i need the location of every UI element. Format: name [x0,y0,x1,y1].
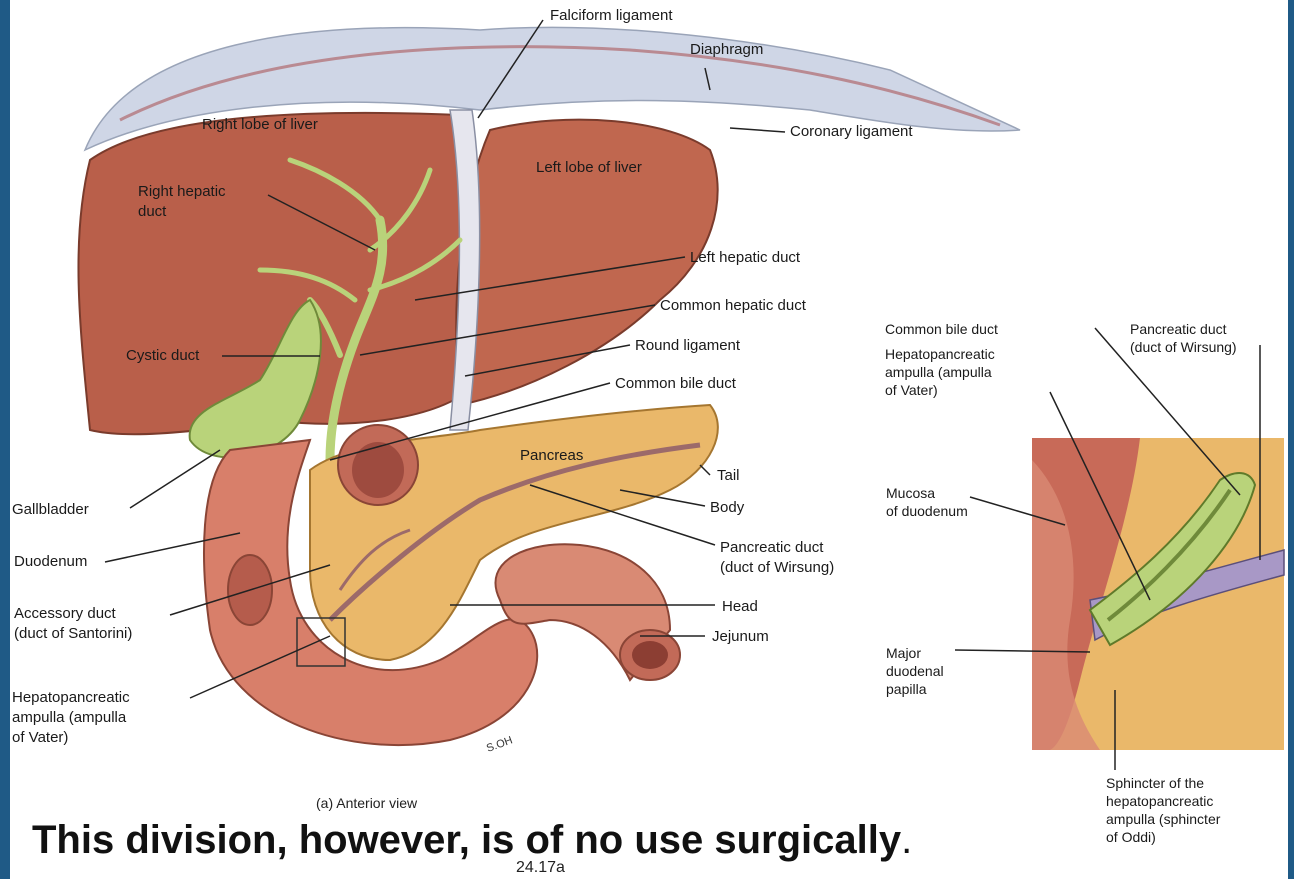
label-head: Head [722,597,758,617]
inset-panel [1032,438,1284,750]
label-jejunum: Jejunum [712,627,769,647]
inset-label-pancreatic-duct: Pancreatic duct (duct of Wirsung) [1130,320,1237,356]
label-right-lobe-of-liver: Right lobe of liver [202,115,318,135]
label-pancreatic-duct: Pancreatic duct (duct of Wirsung) [720,538,834,578]
label-pancreas: Pancreas [520,446,583,466]
label-common-bile-duct: Common bile duct [615,374,736,394]
inset-label-hepatopancreatic-ampulla: Hepatopancreatic ampulla (ampulla of Vat… [885,345,995,399]
label-coronary-ligament: Coronary ligament [790,122,913,142]
artist-signature: S.OH [485,734,514,754]
inset-label-sphincter-of-oddi: Sphincter of the hepatopancreatic ampull… [1106,774,1220,846]
label-hepatopancreatic-ampulla: Hepatopancreatic ampulla (ampulla of Vat… [12,688,130,748]
slide: S.OH Falciform ligamen [10,0,1288,879]
label-gallbladder: Gallbladder [12,500,89,520]
label-common-hepatic-duct: Common hepatic duct [660,296,806,316]
label-round-ligament: Round ligament [635,336,740,356]
panel-caption: (a) Anterior view [316,793,417,813]
inset-label-common-bile-duct: Common bile duct [885,320,998,338]
label-right-hepatic-duct: Right hepatic duct [138,182,226,222]
label-left-lobe-of-liver: Left lobe of liver [536,158,642,178]
label-left-hepatic-duct: Left hepatic duct [690,248,800,268]
label-tail: Tail [717,466,740,486]
label-body: Body [710,498,744,518]
label-falciform-ligament: Falciform ligament [550,6,673,26]
slide-body-text: This division, however, is of no use sur… [32,818,912,863]
slide-text-main: This division, however, is of no use sur… [32,818,901,862]
label-diaphragm: Diaphragm [690,40,763,60]
inset-label-major-duodenal-papilla: Major duodenal papilla [886,644,944,698]
inset-label-mucosa: Mucosa of duodenum [886,484,968,520]
slide-text-period: . [901,818,912,862]
label-cystic-duct: Cystic duct [126,346,199,366]
label-duodenum: Duodenum [14,552,87,572]
figure-number: 24.17a [516,858,565,878]
label-accessory-duct: Accessory duct (duct of Santorini) [14,604,132,644]
